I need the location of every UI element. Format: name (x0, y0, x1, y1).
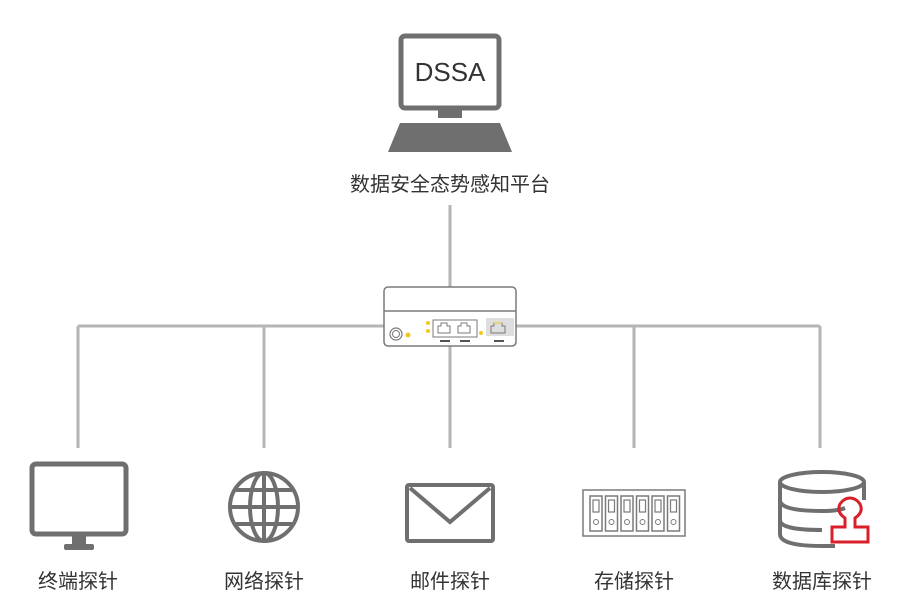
drive-led (593, 519, 599, 525)
probe-label-mail: 邮件探针 (410, 569, 490, 593)
probe-label-database: 数据库探针 (772, 569, 872, 593)
drive-slot (623, 499, 631, 513)
globe-icon (228, 471, 300, 543)
platform-screen-text: DSSA (415, 57, 486, 87)
database-stamp-icon (778, 470, 870, 548)
drive-led (608, 519, 615, 525)
drive-led (639, 519, 646, 525)
drive-slot (669, 499, 678, 513)
storage-frame (582, 489, 686, 537)
drive-led (655, 519, 661, 525)
drive-bay (635, 495, 650, 532)
probe-label-terminal: 终端探针 (38, 569, 118, 593)
dssa-computer-icon: DSSA (388, 33, 512, 152)
probe-label-network: 网络探针 (224, 569, 304, 593)
platform-label: 数据安全态势感知平台 (350, 172, 550, 196)
drive-bay (604, 495, 619, 532)
drive-slot (654, 499, 662, 513)
drive-slot (592, 499, 600, 513)
probe-label-storage: 存储探针 (594, 569, 674, 593)
collector-device-icon (383, 286, 517, 347)
envelope-icon (405, 483, 495, 543)
drive-bay (666, 495, 681, 532)
drive-bay (589, 495, 603, 532)
drive-led (624, 519, 630, 525)
drive-slot (638, 499, 647, 513)
drive-bay (651, 495, 665, 532)
storage-icon (582, 489, 686, 537)
drive-bay (620, 495, 634, 532)
connector-lines (76, 205, 822, 448)
drive-led (670, 519, 677, 525)
drive-slot (607, 499, 616, 513)
monitor-icon (29, 461, 129, 550)
